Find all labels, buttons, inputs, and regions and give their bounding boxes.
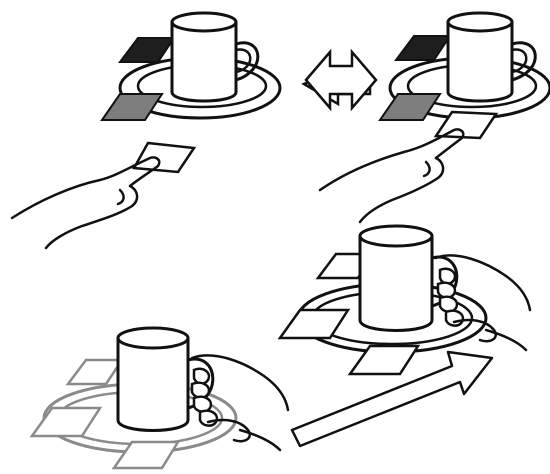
- menu-card-left: [280, 310, 348, 338]
- white-menu-card: [134, 143, 194, 172]
- panel-top-left: [12, 13, 280, 248]
- faded-card-left: [32, 408, 100, 436]
- gripping-hand: [192, 355, 288, 450]
- dark-menu-card: [396, 36, 450, 60]
- gray-menu-card: [380, 94, 440, 120]
- gray-menu-card: [102, 94, 162, 120]
- panel-bottom-right: [280, 226, 530, 446]
- pointing-hand: [320, 129, 463, 222]
- pointing-hand: [12, 157, 159, 248]
- dark-menu-card: [120, 38, 174, 62]
- faded-card-bottom: [114, 442, 178, 468]
- double-arrow-icon: [304, 52, 376, 108]
- faded-card-top: [68, 360, 122, 384]
- panel-top-right: [320, 13, 550, 222]
- panel-bottom-left: [32, 328, 288, 468]
